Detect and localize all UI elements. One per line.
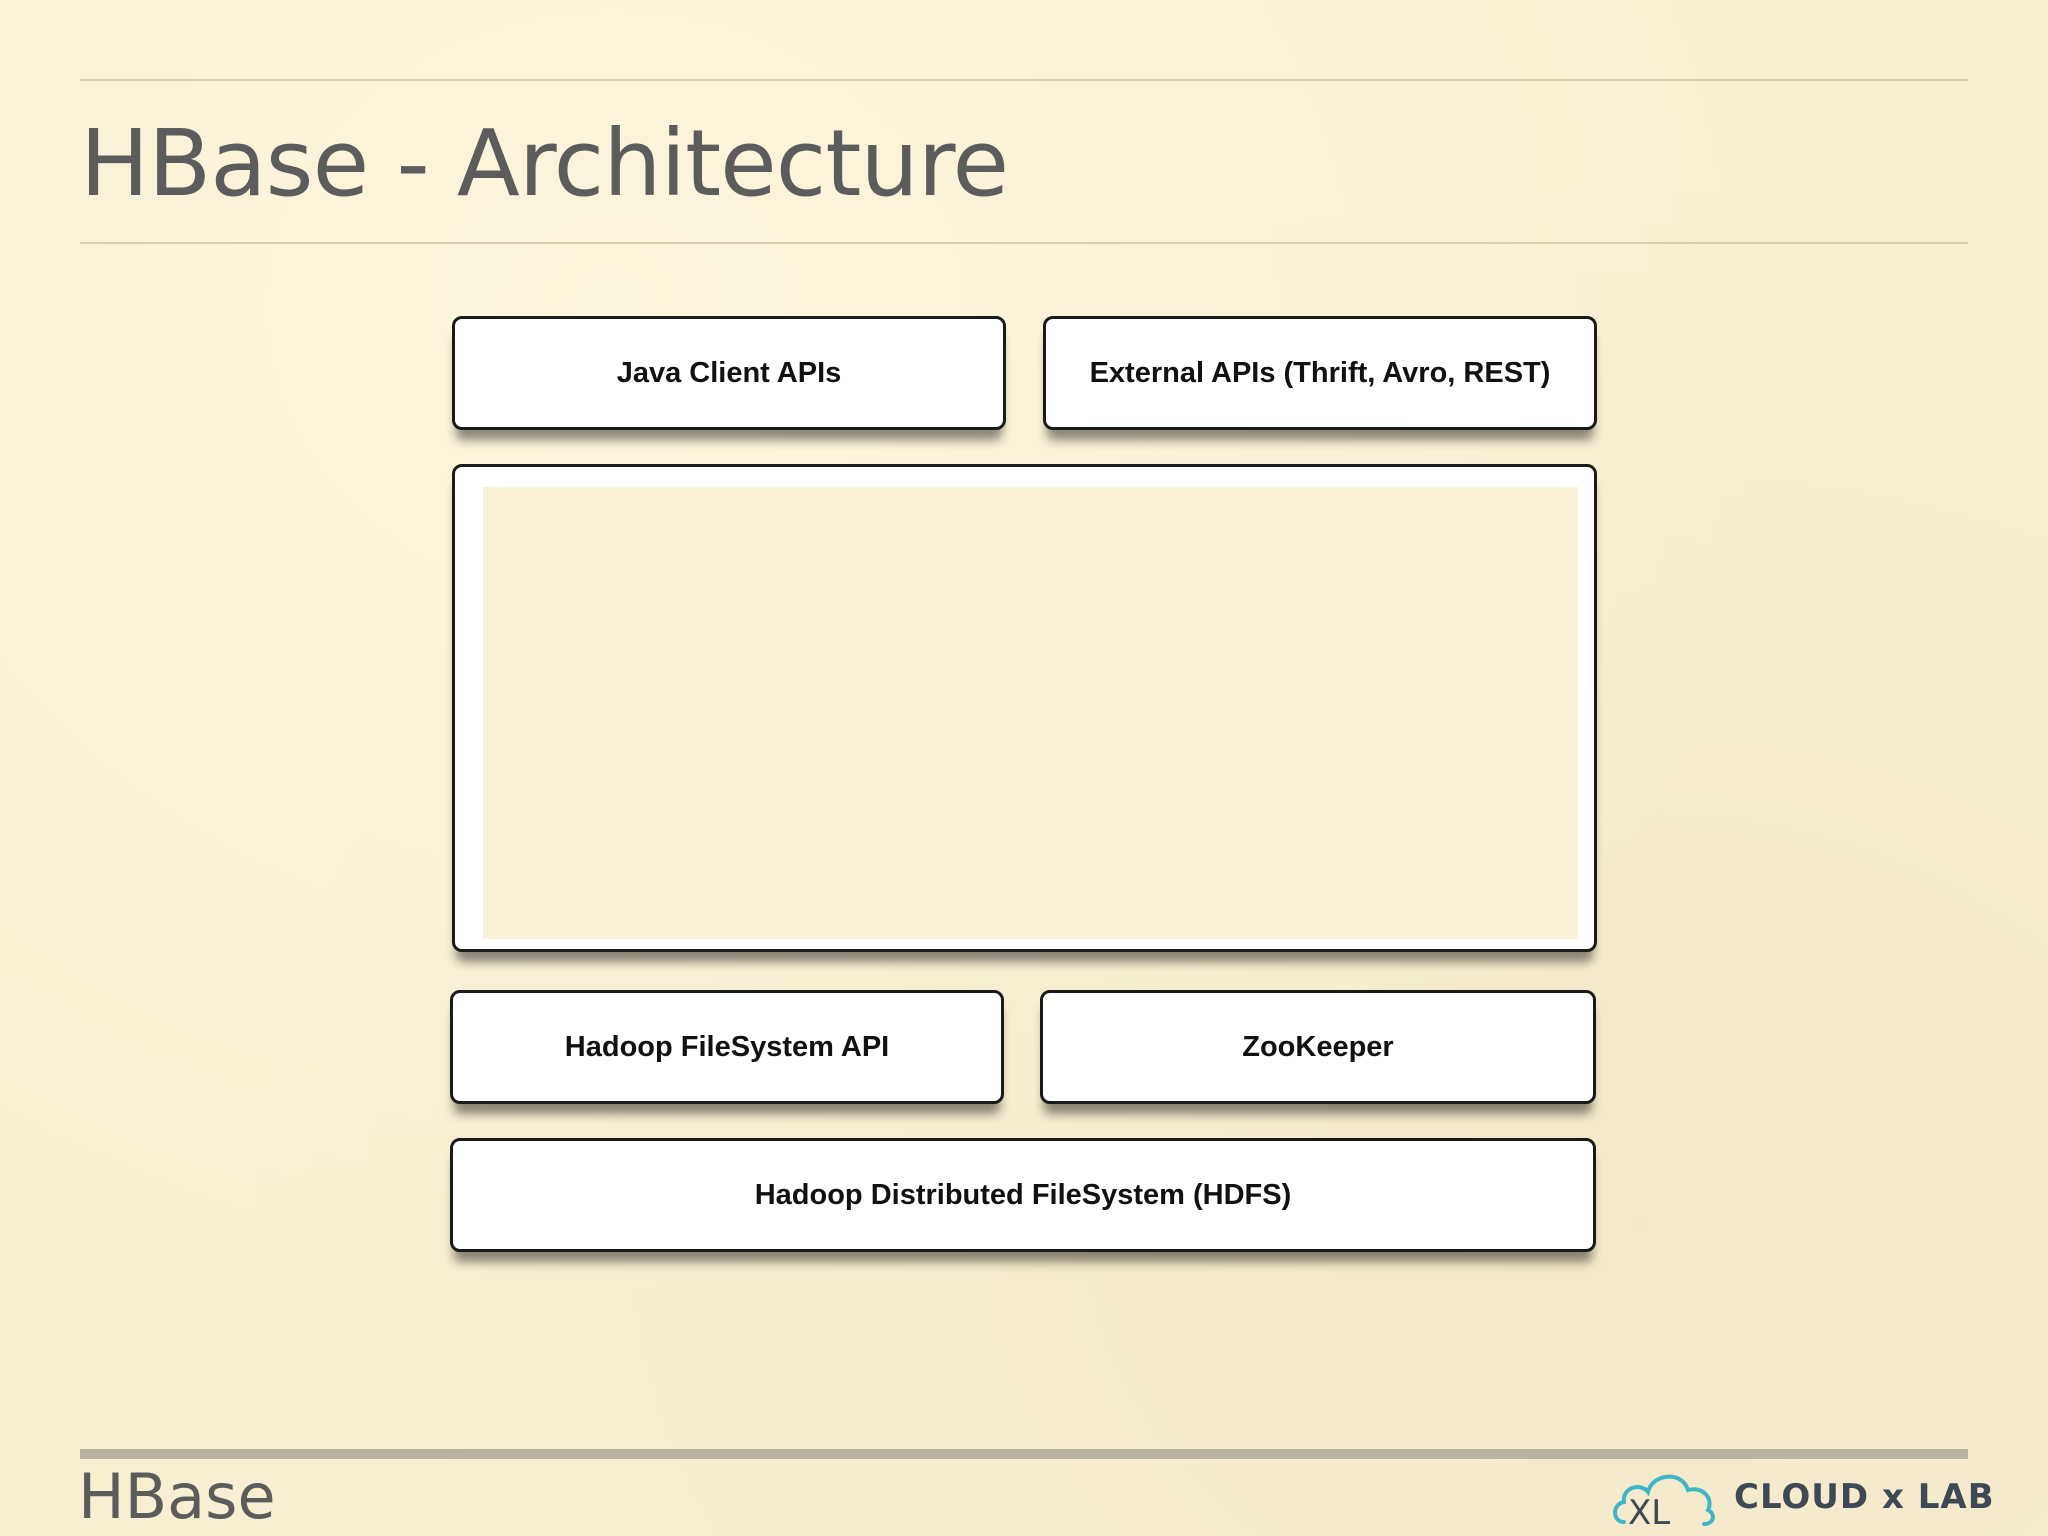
- footer-title: HBase: [78, 1460, 276, 1533]
- cloud-icon: XL: [1613, 1474, 1715, 1530]
- logo-text: CLOUD x LAB: [1734, 1477, 1995, 1517]
- zookeeper-box: ZooKeeper: [1040, 990, 1596, 1104]
- cloudxlab-logo: XL CLOUD x LAB: [1610, 1462, 1995, 1532]
- hadoop-filesystem-api-label: Hadoop FileSystem API: [564, 1030, 890, 1063]
- hdfs-box: Hadoop Distributed FileSystem (HDFS): [450, 1138, 1596, 1252]
- svg-text:XL: XL: [1628, 1493, 1670, 1530]
- slide-title: HBase - Architecture: [80, 110, 1009, 217]
- zookeeper-label: ZooKeeper: [1242, 1030, 1394, 1063]
- hadoop-filesystem-api-box: Hadoop FileSystem API: [450, 990, 1004, 1104]
- title-underline: [80, 242, 1968, 244]
- footer-rule: [80, 1449, 1968, 1459]
- hbase-core-box: [452, 464, 1597, 952]
- top-rule: [80, 79, 1968, 81]
- java-client-apis-box: Java Client APIs: [452, 316, 1006, 430]
- external-apis-box: External APIs (Thrift, Avro, REST): [1043, 316, 1597, 430]
- hbase-core-placeholder: [483, 487, 1578, 939]
- external-apis-label: External APIs (Thrift, Avro, REST): [1089, 356, 1551, 389]
- hdfs-label: Hadoop Distributed FileSystem (HDFS): [754, 1178, 1292, 1211]
- java-client-apis-label: Java Client APIs: [616, 356, 842, 389]
